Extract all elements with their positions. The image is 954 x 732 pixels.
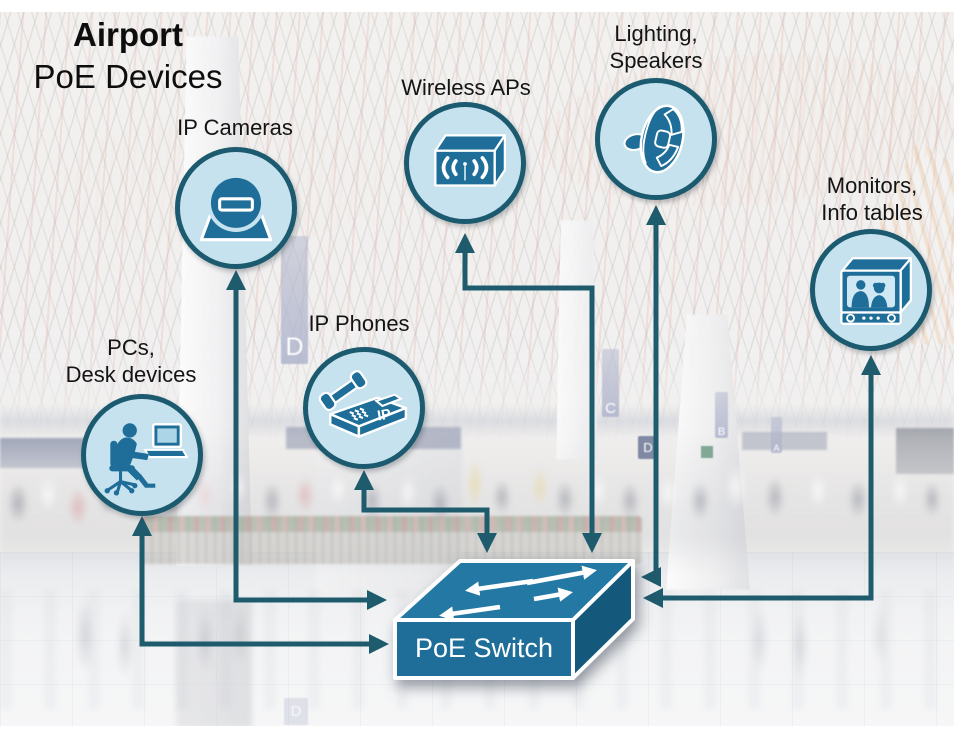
ip-camera-icon	[199, 173, 273, 242]
device-label-line: IP Cameras	[177, 115, 293, 140]
slide-top-margin	[0, 0, 954, 12]
gate-sign-letter: C	[605, 400, 616, 417]
page-title: Airport PoE Devices	[8, 14, 248, 98]
connector-cameras-to-switch	[226, 270, 387, 610]
slide-bottom-margin	[0, 726, 954, 732]
gate-sign-c: C	[602, 349, 619, 417]
connector-monitors-to-switch	[643, 355, 881, 608]
device-label-wireless-aps: Wireless APs	[386, 74, 546, 101]
connector-aps-to-switch	[455, 233, 602, 553]
device-circle-monitors	[810, 229, 932, 351]
device-label-ip-phones: IP Phones	[279, 310, 439, 337]
poe-switch-icon	[393, 559, 635, 680]
wireless-ap-icon	[434, 134, 506, 187]
device-label-pcs: PCs, Desk devices	[41, 334, 221, 388]
title-line-2: PoE Devices	[33, 58, 223, 95]
device-label-line: Desk devices	[65, 362, 197, 387]
device-label-line: PCs,	[107, 335, 155, 360]
device-label-line: Monitors,	[826, 173, 918, 198]
switch-arrows	[439, 565, 597, 621]
device-label-line: Speakers	[609, 48, 703, 73]
pc-user-icon	[104, 423, 188, 496]
monitor-icon	[840, 257, 912, 325]
device-circle-pcs	[81, 394, 203, 516]
gate-sign-d-reflection: D	[284, 698, 308, 725]
device-circle-wireless-aps	[404, 102, 526, 224]
device-label-line: IP Phones	[308, 311, 410, 336]
device-label-monitors: Monitors, Info tables	[782, 172, 954, 226]
device-label-ip-cameras: IP Cameras	[155, 114, 315, 141]
device-label-line: Wireless APs	[401, 75, 531, 100]
connector-pcs-to-switch	[132, 516, 389, 654]
device-circle-ip-phones: IP	[303, 347, 425, 469]
device-label-lighting-speakers: Lighting, Speakers	[576, 20, 736, 74]
poe-switch-label: PoE Switch	[414, 633, 554, 663]
title-line-1: Airport	[73, 16, 183, 53]
speaker-icon	[623, 104, 685, 174]
connector-phones-to-switch	[354, 470, 497, 553]
device-label-line: Info tables	[821, 200, 923, 225]
connector-lighting-to-switch	[641, 205, 666, 587]
gate-sign-letter: D	[290, 703, 302, 720]
device-circle-ip-cameras	[175, 147, 297, 269]
ip-phone-icon: IP	[318, 370, 408, 438]
device-circle-lighting-speakers	[595, 78, 717, 200]
device-label-line: Lighting,	[614, 21, 698, 46]
